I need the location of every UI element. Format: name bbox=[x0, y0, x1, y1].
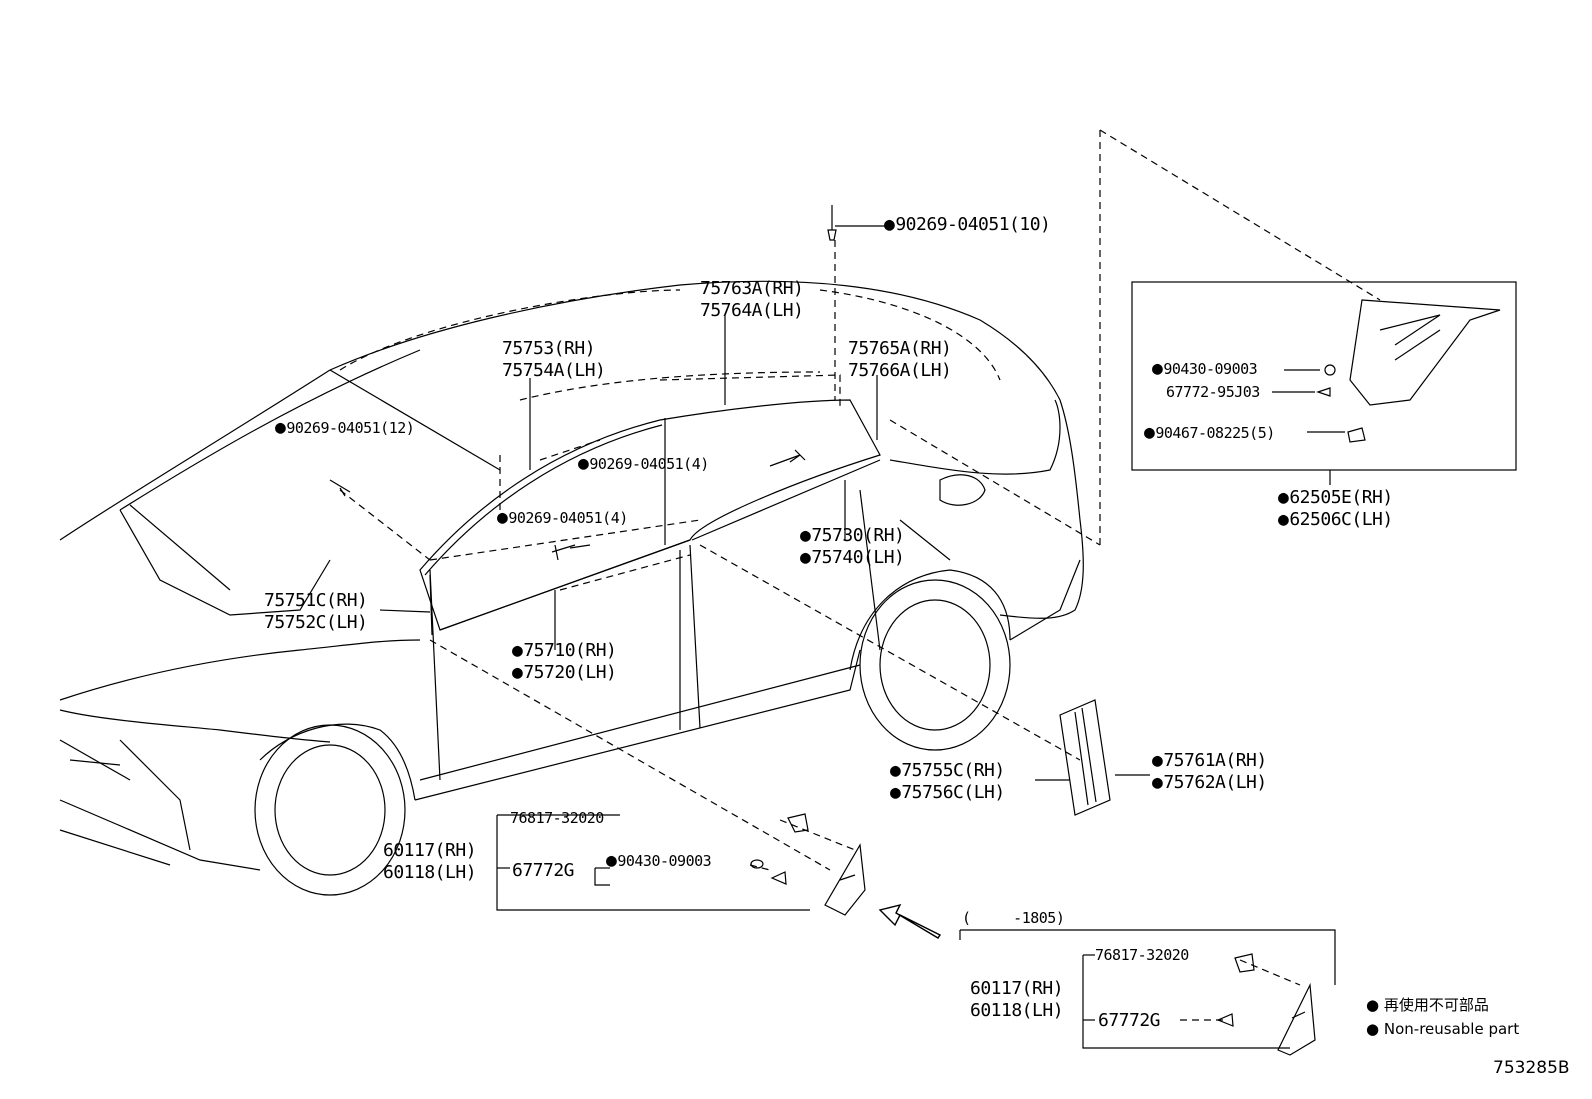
part-label-bolt: 90269-04051(10) bbox=[884, 214, 1051, 236]
legend-mark: ● bbox=[1366, 1020, 1380, 1038]
part-label-clip-b: 76817-32020 bbox=[1095, 946, 1189, 964]
part-label-75762: 75762A(LH) bbox=[1152, 772, 1267, 794]
legend-english-text: Non-reusable part bbox=[1383, 1020, 1520, 1038]
pillar-garnish-part bbox=[1059, 699, 1111, 816]
part-label-75740: 75740(LH) bbox=[800, 547, 905, 569]
part-label-75730: 75730(RH) bbox=[800, 525, 905, 547]
leader-lines bbox=[339, 129, 1381, 1021]
garnish-part bbox=[1349, 299, 1501, 406]
part-label-75755: 75755C(RH) bbox=[890, 760, 1005, 782]
part-label-75751: 75751C(RH) bbox=[264, 590, 368, 611]
legend-japanese: ● 再使用不可部品 bbox=[1366, 994, 1489, 1015]
diagram-id: 753285B bbox=[1493, 1058, 1570, 1078]
part-label-60118-a: 60118(LH) bbox=[383, 862, 477, 883]
part-label-clip-a: 76817-32020 bbox=[510, 809, 604, 827]
part-label-washer-a: 90430-09003 bbox=[606, 852, 711, 870]
bracket-lines bbox=[496, 814, 1336, 1049]
part-label-75761: 75761A(RH) bbox=[1152, 750, 1267, 772]
part-label-75753: 75753(RH) bbox=[502, 338, 596, 359]
part-label-67772g-a: 67772G bbox=[512, 860, 575, 881]
fender-garnish-a bbox=[824, 843, 866, 916]
part-label-75764: 75764A(LH) bbox=[700, 300, 804, 321]
legend-mark: ● bbox=[1366, 996, 1380, 1014]
part-label-rivet-4a: 90269-04051(4) bbox=[578, 455, 709, 473]
part-label-75752: 75752C(LH) bbox=[264, 612, 368, 633]
part-label-67772g-b: 67772G bbox=[1098, 1010, 1161, 1031]
production-period: ( -1805) bbox=[962, 909, 1065, 927]
part-label-75720: 75720(LH) bbox=[512, 662, 617, 684]
part-label-rivet-12: 90269-04051(12) bbox=[275, 419, 414, 437]
part-label-62506: 62506C(LH) bbox=[1278, 509, 1393, 531]
part-label-inset-90430: 90430-09003 bbox=[1152, 360, 1257, 378]
fender-garnish-b bbox=[1277, 982, 1316, 1056]
fasteners bbox=[329, 205, 1366, 1027]
part-label-60117-a: 60117(RH) bbox=[383, 840, 477, 861]
part-label-75754: 75754A(LH) bbox=[502, 360, 606, 381]
part-label-inset-67772: 67772-95J03 bbox=[1166, 383, 1260, 401]
part-label-75756: 75756C(LH) bbox=[890, 782, 1005, 804]
part-label-60118-b: 60118(LH) bbox=[970, 1000, 1064, 1021]
inset-box bbox=[1131, 281, 1517, 471]
legend-japanese-text: 再使用不可部品 bbox=[1383, 996, 1489, 1014]
direction-arrow bbox=[878, 903, 942, 939]
part-label-62505: 62505E(RH) bbox=[1278, 487, 1393, 509]
part-label-75710: 75710(RH) bbox=[512, 640, 617, 662]
window-mouldings bbox=[419, 399, 881, 636]
part-label-75763: 75763A(RH) bbox=[700, 278, 804, 299]
part-label-inset-90467: 90467-08225(5) bbox=[1144, 424, 1275, 442]
solid-leaders bbox=[379, 225, 1345, 781]
car-body-outline bbox=[59, 280, 1084, 896]
part-label-60117-b: 60117(RH) bbox=[970, 978, 1064, 999]
legend-english: ● Non-reusable part bbox=[1366, 1020, 1519, 1038]
part-label-75765: 75765A(RH) bbox=[848, 338, 952, 359]
part-label-75766: 75766A(LH) bbox=[848, 360, 952, 381]
part-label-rivet-4b: 90269-04051(4) bbox=[497, 509, 628, 527]
